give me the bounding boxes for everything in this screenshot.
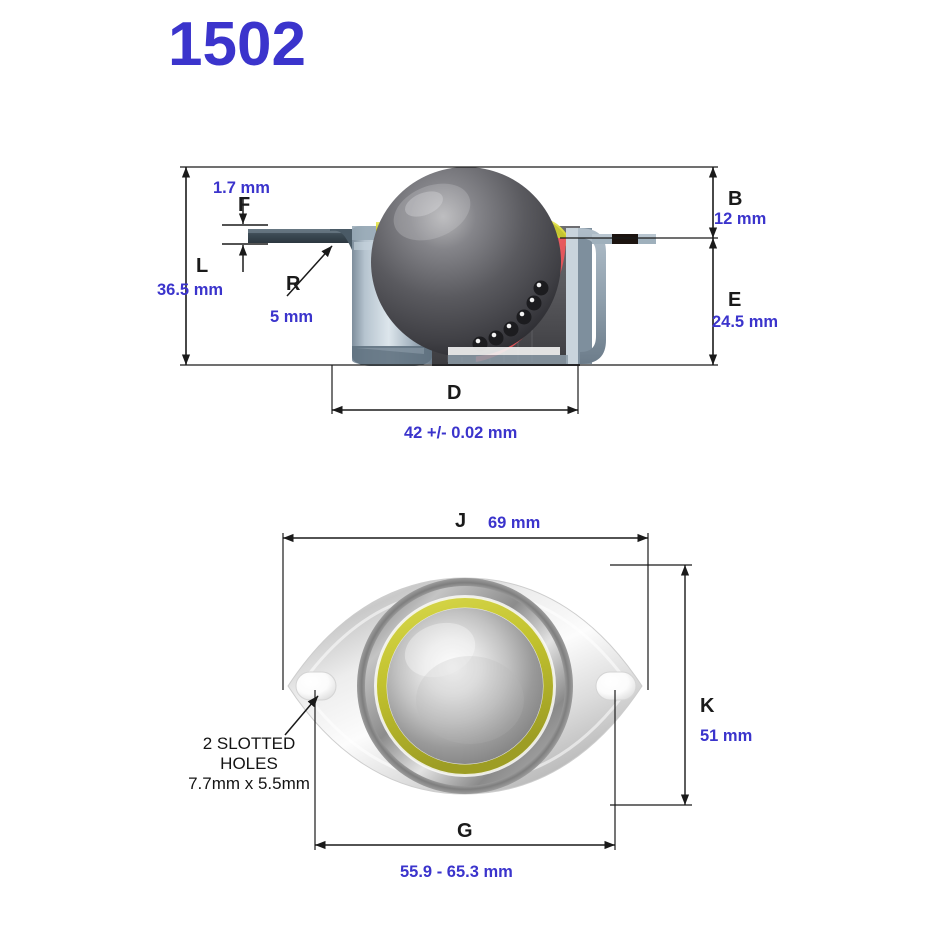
dim-value-E: 24.5 mm bbox=[712, 313, 779, 331]
dim-letter-K: K bbox=[700, 695, 715, 717]
section-view-geometry bbox=[248, 167, 656, 366]
slotted-hole-right bbox=[595, 671, 637, 701]
dim-value-K: 51 mm bbox=[700, 727, 753, 745]
callout-slotted-holes-line3: 7.7mm x 5.5mm bbox=[188, 774, 310, 793]
section-view-dimensions bbox=[180, 166, 718, 415]
dim-value-L: 36.5 mm bbox=[157, 281, 224, 299]
callout-slotted-holes-line1: 2 SLOTTED bbox=[202, 734, 296, 753]
plan-view-geometry bbox=[287, 577, 643, 795]
slotted-hole-left bbox=[295, 671, 337, 701]
dim-value-B: 12 mm bbox=[714, 210, 767, 228]
leader-line-R bbox=[286, 245, 333, 297]
flange-dark-marker bbox=[612, 234, 638, 244]
dim-letter-J: J bbox=[455, 510, 467, 532]
right-housing-arm bbox=[578, 228, 606, 364]
dim-letter-L: L bbox=[196, 255, 209, 277]
dim-value-R: 5 mm bbox=[270, 308, 314, 326]
plan-view-dimensions bbox=[282, 533, 692, 850]
load-ball-plan bbox=[387, 608, 543, 764]
dim-letter-E: E bbox=[728, 289, 742, 311]
dim-letter-D: D bbox=[447, 382, 462, 404]
dim-value-D: 42 +/- 0.02 mm bbox=[404, 424, 518, 442]
dim-letter-B: B bbox=[728, 188, 743, 210]
housing-wall-right bbox=[566, 228, 578, 364]
seal-ring-plan bbox=[375, 596, 555, 776]
leader-line-slotted-holes bbox=[284, 695, 319, 736]
load-ball bbox=[371, 167, 561, 357]
callout-slotted-holes-line2: HOLES bbox=[220, 754, 278, 773]
dim-letter-R: R bbox=[286, 273, 301, 295]
dim-value-F: 1.7 mm bbox=[213, 179, 270, 197]
page-title: 1502 bbox=[168, 10, 306, 79]
dim-value-J: 69 mm bbox=[488, 514, 541, 532]
dim-letter-G: G bbox=[457, 820, 473, 842]
dim-value-G: 55.9 - 65.3 mm bbox=[400, 863, 513, 881]
dim-letter-F: F bbox=[238, 194, 251, 216]
